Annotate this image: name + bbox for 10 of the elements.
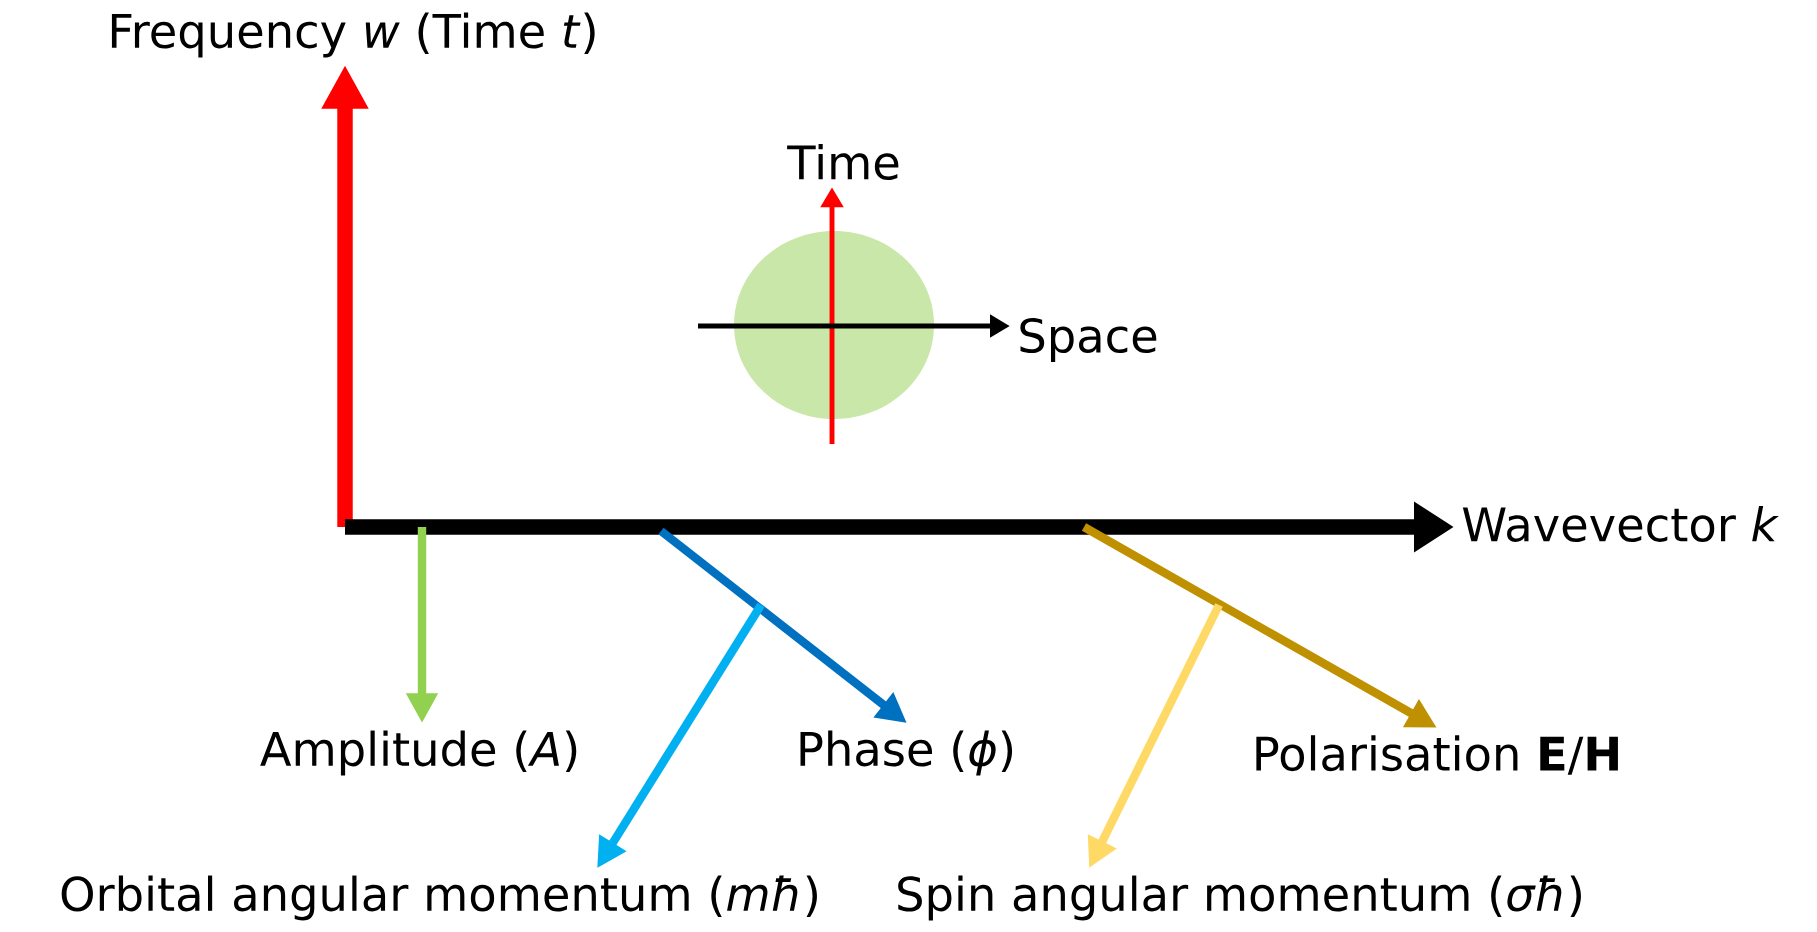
axis-label: Time [787,144,899,180]
axis-label: Frequency w (Time t) [111,12,595,58]
axis-label: Wavevector k [1462,506,1779,542]
axis-label: Phase (ϕ) [800,730,1013,776]
axis-label: Space [1020,317,1157,363]
axis-label: Amplitude (A) [260,730,577,776]
circle-shape [734,231,934,419]
axis-label: Spin angular momentum (σħ) [898,875,1581,921]
axis-label: Orbital angular momentum (mħ) [61,875,817,921]
axis-label: Polarisation E/H [1256,735,1618,775]
